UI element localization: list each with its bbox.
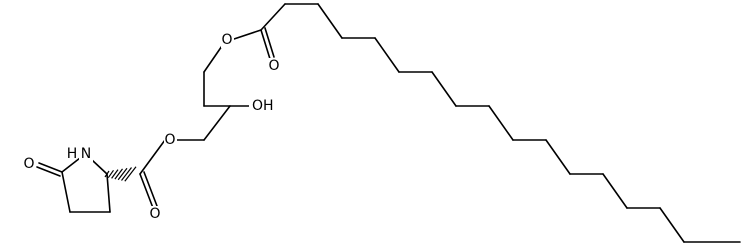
hashed-wedge xyxy=(104,166,137,182)
carbonyl-oxygen-top-label: O xyxy=(268,58,279,74)
carbonyl-oxygen-bottom-label: O xyxy=(149,206,160,222)
lower-ester-linkage xyxy=(139,139,166,209)
top-carbonyl-bond xyxy=(260,27,275,60)
lactam-oxygen-label: O xyxy=(23,156,34,172)
atom-labels: O O OH O N H O O xyxy=(23,32,281,222)
ring-nitrogen-hydrogen-label: H xyxy=(67,146,78,162)
pyroglutamate-ring xyxy=(61,157,111,213)
lactam-carbonyl-bond xyxy=(36,162,63,177)
fatty-acid-chain xyxy=(233,3,741,243)
hydroxyl-label: OH xyxy=(252,98,274,114)
ester-oxygen-bottom-label: O xyxy=(164,132,175,148)
glycerol-backbone xyxy=(175,42,253,141)
ester-oxygen-top-label: O xyxy=(221,32,232,48)
ring-nitrogen-label: N xyxy=(81,146,91,162)
